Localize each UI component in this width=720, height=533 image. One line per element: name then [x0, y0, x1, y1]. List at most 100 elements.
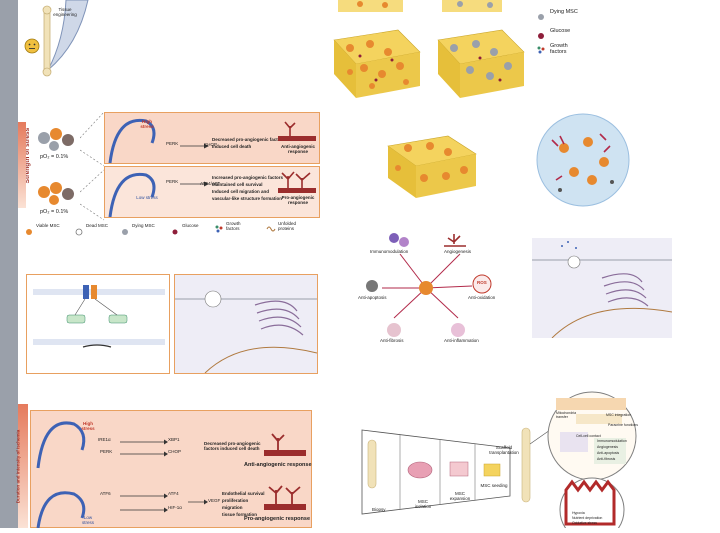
legend-dying-msc: Dying MSC	[120, 223, 155, 241]
growth-factor-icon	[215, 225, 223, 233]
top-effect-1: Decreased pro-angiogenic factors	[212, 137, 285, 142]
ischemia-side-label: Duration and intensity of ischemia	[15, 429, 21, 504]
hif1-label: HIF-1α	[168, 505, 182, 510]
vessel-pro-icon	[278, 171, 316, 193]
transplantation-workflow: Biopsy MSC isolation MSC expansion MSC s…	[360, 384, 720, 533]
ischemia-bottom-effect-3: migration	[222, 505, 243, 510]
ischemia-bottom-effect-1: Endothelial survival	[222, 491, 265, 496]
stress-gradient-bar	[18, 122, 26, 208]
top-effect-2: Induced cell death	[212, 144, 252, 149]
bottom-effect-1: Increased pro-angiogenic factors	[212, 175, 284, 180]
bottom-effect-4: vascular-like structure formation	[212, 196, 283, 201]
scaffold-block-viable	[333, 29, 421, 98]
cell-cluster-high-stress	[38, 128, 74, 151]
vessel-anti-icon	[278, 121, 316, 141]
step-seeding: MSC seeding	[480, 483, 508, 488]
vegf-label: VEGF	[208, 498, 221, 503]
legend-viable-msc: Viable MSC	[24, 223, 60, 241]
bottom-effect-3: Induced cell migration and	[212, 189, 270, 194]
dying-msc-cluster	[450, 1, 512, 80]
dead-msc-icon	[75, 228, 83, 236]
er-cell-panel-right	[532, 238, 673, 339]
ire1-label: IRE1α	[98, 437, 111, 442]
zoom-label-fibrosis: Anti-fibrosis	[597, 457, 616, 461]
ischemia-arrows	[120, 439, 208, 513]
zoom-label-paracrine: Paracrine functions	[608, 423, 638, 427]
ischemia-high-stress: High stress	[81, 421, 95, 431]
po2-top-label: pO₂ = 0.1%	[40, 154, 69, 160]
ischemia-top-effect: Decreased pro-angiogenic factors induced…	[204, 441, 261, 451]
legend-dead-msc: Dead MSC	[74, 223, 108, 241]
hypoxia-item-1: Hypoxia	[572, 511, 585, 515]
dying-msc-icon	[538, 14, 544, 20]
zoom-label-mitochondria: Mitochondria transfer	[556, 411, 577, 419]
chop-label: CHOP	[204, 142, 218, 147]
step-isolation: MSC isolation	[414, 499, 432, 509]
atf6-label: ATF6	[100, 491, 111, 496]
legend-unfolded-proteins: Unfolded proteins	[266, 221, 296, 239]
er-membranes	[108, 118, 156, 217]
zoom-label-immuno: Immunomodulation	[597, 439, 627, 443]
viable-msc-icon	[26, 229, 32, 235]
zoom-label-angio: Angiogenesis	[597, 445, 619, 449]
ischemia-er-membranes	[36, 421, 86, 528]
glucose-dots	[358, 54, 502, 82]
pathway-arrows	[180, 143, 209, 187]
ischemia-low-stress: Low stress	[81, 515, 94, 525]
cell-sphere-illustration	[536, 113, 630, 207]
step-expansion: MSC expansion	[449, 491, 471, 501]
signaling-illustration	[33, 285, 165, 348]
ischemia-pro-title: Pro-angiogenic response	[244, 516, 311, 522]
hypoxia-item-3: Oxidative stress	[572, 521, 597, 525]
high-stress-label: High stress	[140, 119, 154, 129]
legend-glucose: Glucose	[170, 223, 199, 241]
scaffold-block-middle	[387, 135, 477, 198]
atf4-label: ATF4/ATF	[200, 181, 221, 186]
chop-bottom-label: CHOP	[168, 449, 182, 454]
zoom-lines	[80, 112, 105, 221]
hypoxia-item-2: Nutrient deprivation	[572, 516, 603, 520]
role-anti-inflammation: Anti-inflammation	[444, 338, 479, 343]
unfolded-protein-icon	[266, 226, 276, 232]
role-anti-apoptosis: Anti-apoptosis	[358, 295, 387, 300]
left-sidebar[interactable]	[0, 0, 18, 528]
legend-growth-factors: Growth factors	[214, 221, 241, 239]
perk-bottom-label: PERK	[166, 179, 179, 184]
msc-roles-diagram: Immunomodulation Angiogenesis ROS Anti-a…	[354, 226, 504, 348]
ischemia-vessel-anti-icon	[264, 433, 306, 456]
cell-cluster-low-stress	[38, 182, 74, 205]
glucose-icon	[172, 229, 178, 235]
signaling-panel-left	[26, 274, 170, 374]
zoom-label-apoptosis: Anti-apoptosis	[597, 451, 620, 455]
pro-angiogenic-title: Pro-angiogenic response	[281, 195, 315, 205]
zoom-label-integration: MSC integration	[606, 413, 632, 417]
neutral-face-icon	[24, 38, 40, 54]
tissue-engineering-illustration	[42, 0, 89, 77]
msc-cell-cluster	[346, 1, 409, 89]
growth-factor-icon	[537, 46, 545, 54]
legend-item-growth-factors: Growth factors	[536, 42, 568, 60]
legend-item-glucose: Glucose	[536, 27, 570, 45]
ischemia-box	[30, 410, 312, 528]
step-biopsy: Biopsy	[372, 507, 386, 512]
role-anti-oxidation: Anti-oxidation	[468, 295, 496, 300]
cell-organelle-illustration	[175, 290, 318, 374]
atf4-bottom-label: ATF4	[168, 491, 179, 496]
stress-panel: Strength of stress pO₂ = 0.1% pO₂ = 0.1%…	[18, 108, 322, 236]
ischemia-anti-title: Anti-angiogenic response	[244, 462, 312, 468]
transplantation-svg	[361, 391, 637, 533]
role-anti-fibrosis: Anti-fibrosis	[380, 338, 404, 343]
perk-top-label: PERK	[166, 141, 179, 146]
er-cell-illustration	[532, 241, 673, 339]
po2-bottom-label: pO₂ = 0.1%	[40, 209, 69, 215]
scaffold-block-viable-top	[338, 0, 502, 12]
role-angiogenesis: Angiogenesis	[444, 249, 472, 254]
perk-label: PERK	[100, 449, 113, 454]
low-stress-label: Low stress	[136, 195, 158, 200]
tissue-engineering-fragment: Tissue engineering	[18, 0, 118, 110]
anti-angiogenic-title: Anti-angiogenic response	[281, 144, 315, 154]
glucose-icon	[538, 33, 544, 39]
scaffold-transplantation-label: Scaffold transplantation	[489, 445, 519, 455]
msc-roles-svg	[366, 233, 492, 337]
ischemia-bottom-effect-2: proliferation	[222, 498, 249, 503]
